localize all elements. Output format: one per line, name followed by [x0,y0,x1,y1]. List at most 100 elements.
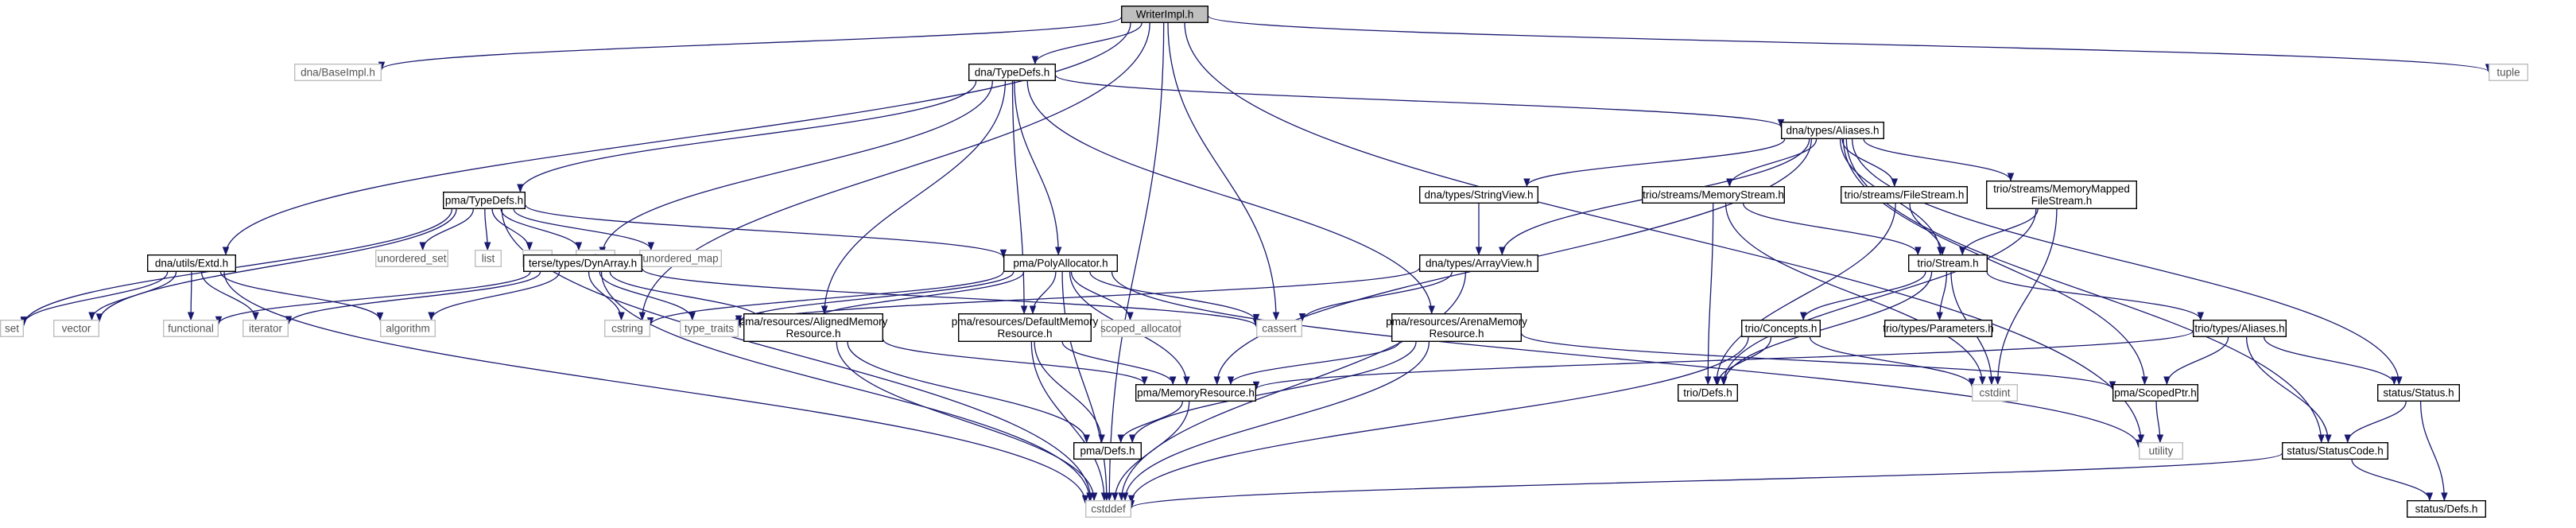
arrowhead-dna_aliases-to-memoryresource [1213,376,1220,386]
arrowhead-concepts-to-trio_defs [1714,376,1721,386]
node-label: list [482,253,495,265]
arrowhead-writerimpl-to-utility [2137,434,2145,444]
arrowhead-arenamr-to-memoryresource [1227,376,1235,386]
node-concepts[interactable]: trio/Concepts.h [1740,320,1821,338]
edge-extd-to-algorithm [219,271,381,320]
node-label: trio/streams/MemoryMapped [1993,183,2130,195]
node-box [162,320,219,338]
node-arrayview[interactable]: dna/types/ArrayView.h [1418,254,1538,273]
arrowhead-memorystream-to-trio_defs [1705,376,1712,386]
edge-polyallocator-to-cstddef [1061,271,1108,501]
node-set: set [0,320,25,338]
node-dna-typedefs[interactable]: dna/TypeDefs.h [968,63,1056,81]
node-box [1391,313,1522,343]
node-filestream[interactable]: trio/streams/FileStream.h [1840,185,1968,204]
node-label: Resource.h [1429,328,1484,340]
node-baseimpl: dna/BaseImpl.h [294,63,382,81]
arrowhead-dna_typedefs-to-aligned [821,305,828,315]
node-trio-defs[interactable]: trio/Defs.h [1677,384,1738,402]
node-box [443,191,526,209]
arrowhead-arenamr-to-cstddef [1121,492,1129,502]
arrowhead-trio_aliases-to-statuscode [2325,434,2332,444]
edge-pma_typedefs-to-vector [99,208,457,321]
node-memorystream[interactable]: trio/streams/MemoryStream.h [1641,185,1785,204]
edge-mmfilestream-to-cstdint [1997,208,2058,385]
node-label: status/Defs.h [2415,503,2478,515]
edge-concepts-to-cstddef [1131,336,1749,503]
node-box [146,254,236,273]
edge-dna_typedefs-to-dna_aliases [1055,75,1782,127]
edge-extd-to-vector [91,271,177,320]
node-box [1780,121,1884,139]
node-box [1907,254,1988,273]
edge-pma_typedefs-to-unordered_set [422,208,474,250]
arrowhead-polyallocator-to-defaultmr [1029,305,1037,315]
node-label: tuple [2496,67,2520,79]
node-memoryresource[interactable]: pma/MemoryResource.h [1135,384,1256,402]
node-stringview[interactable]: dna/types/StringView.h [1418,185,1538,204]
edge-memorystream-to-trio_defs [1707,203,1714,385]
arrowhead-memoryresource-to-pma_defs [1117,434,1124,444]
node-iterator: iterator [242,320,289,338]
node-extd[interactable]: dna/utils/Extd.h [146,254,236,273]
arrowhead-pma_typedefs-to-map [526,242,533,251]
node-box [1418,185,1538,204]
edge-dna_typedefs-to-defaultmr [1011,80,1025,314]
edge-arenamr-to-memoryresource [1230,341,1400,385]
edge-dna_typedefs-to-pma_typedefs [519,80,977,192]
arrowhead-mmfilestream-to-cstdint [1994,376,2001,386]
node-scopedptr[interactable]: pma/ScopedPtr.h [2112,384,2198,402]
edge-pma_typedefs-to-string [500,208,580,250]
node-pma-typedefs[interactable]: pma/TypeDefs.h [443,191,526,209]
edge-trio_aliases-to-status_status [2263,336,2396,385]
node-status-defs[interactable]: status/Defs.h [2406,500,2486,518]
edge-writerimpl-to-cassert [1167,22,1277,320]
node-label: dna/types/Aliases.h [1786,125,1879,137]
node-label: trio/streams/FileStream.h [1845,189,1965,201]
arrowhead-extd-to-functional [187,312,195,321]
node-parameters[interactable]: trio/types/Parameters.h [1883,320,1994,338]
node-writerimpl[interactable]: WriterImpl.h [1120,5,1208,24]
node-trio-aliases[interactable]: trio/types/Aliases.h [2192,320,2287,338]
node-label: pma/resources/AlignedMemory [739,316,888,328]
edge-trio_aliases-to-statuscode [2245,336,2330,443]
arrowhead-pma_typedefs-to-unordered_map [647,242,655,251]
node-polyallocator[interactable]: pma/PolyAllocator.h [1003,254,1118,273]
edge-writerimpl-to-cstring [642,22,1150,320]
node-trio-stream[interactable]: trio/Stream.h [1907,254,1988,273]
arrowhead-extd-to-algorithm [376,312,384,321]
node-label: dna/utils/Extd.h [155,258,228,270]
arrowhead-pma_typedefs-to-string [575,242,583,251]
arrowhead-dynarray-to-algorithm [428,312,435,321]
node-box [523,254,643,273]
node-label: pma/resources/ArenaMemory [1386,316,1527,328]
node-box [2112,384,2198,402]
edge-dna_typedefs-to-polyallocator [1014,80,1059,255]
node-box [2192,320,2287,338]
edge-filestream-to-trio_stream [1909,203,1943,255]
arrowhead-status_status-to-statuscode [2344,434,2352,444]
node-label: trio/types/Aliases.h [2194,323,2284,335]
node-label: status/StatusCode.h [2287,445,2384,457]
node-label: trio/Concepts.h [1745,323,1818,335]
node-dynarray[interactable]: terse/types/DynArray.h [523,254,643,273]
node-status-status[interactable]: status/Status.h [2376,384,2460,402]
node-box [1135,384,1256,402]
node-functional: functional [162,320,219,338]
node-statuscode[interactable]: status/StatusCode.h [2281,442,2388,460]
edge-dna_aliases-to-mmfilestream [1863,138,2012,181]
edge-memorystream-to-trio_stream [1743,203,1918,255]
arrowhead-trio_stream-to-cstdint [1988,376,1996,386]
node-label: vector [62,323,91,335]
node-pma-defs[interactable]: pma/Defs.h [1073,442,1142,460]
node-dna-aliases[interactable]: dna/types/Aliases.h [1780,121,1884,139]
node-unordered-set: unordered_set [375,250,449,268]
node-label: pma/ScopedPtr.h [2114,387,2197,399]
node-box [1084,500,1131,518]
edge-dna_aliases-to-filestream [1841,138,1895,187]
node-label: utility [2149,445,2174,457]
